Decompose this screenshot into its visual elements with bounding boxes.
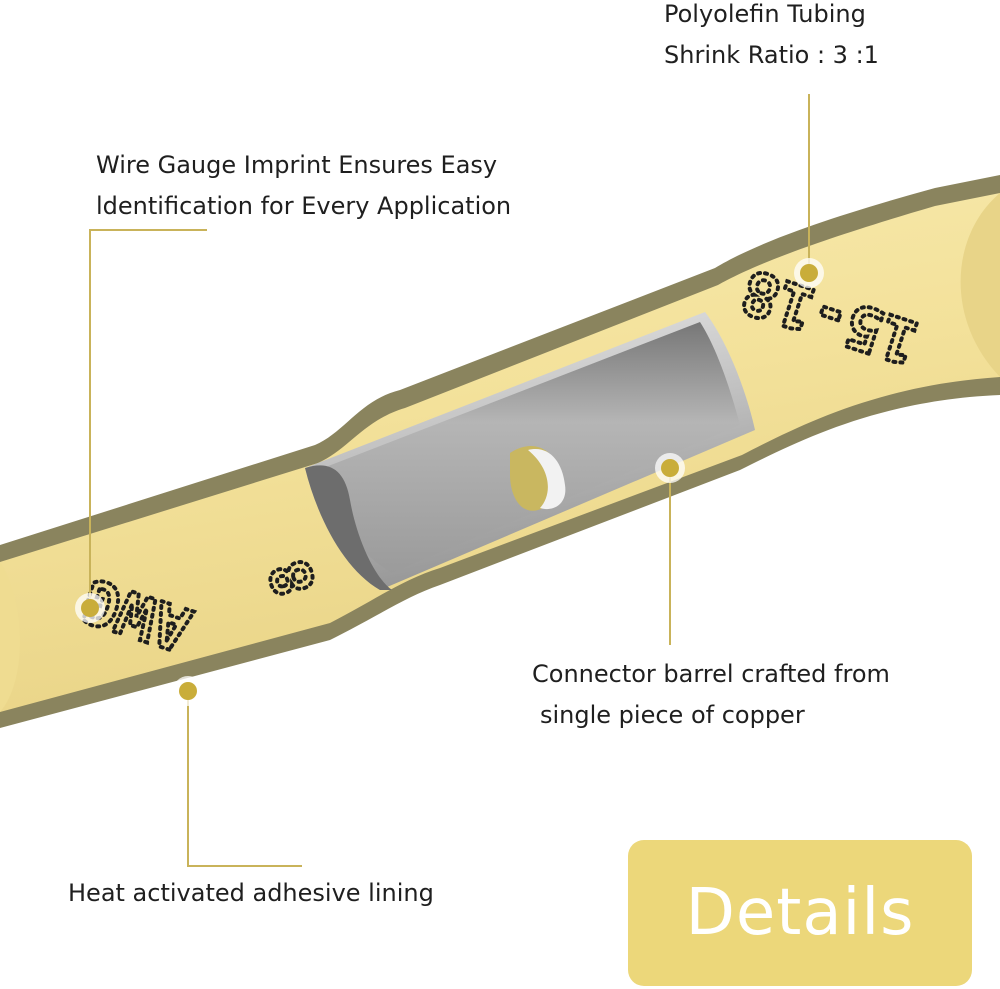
- copper-barrel-cutaway: [305, 312, 755, 590]
- dot-imprint: [75, 593, 105, 623]
- callout-imprint-line1: Wire Gauge Imprint Ensures Easy: [96, 151, 498, 179]
- dot-tubing: [794, 258, 824, 288]
- callout-tubing-line2: Shrink Ratio : 3 :1: [664, 41, 879, 69]
- callout-adhesive: Heat activated adhesive lining: [68, 873, 434, 914]
- callout-barrel-line1: Connector barrel crafted from: [532, 660, 890, 688]
- leader-adhesive: [187, 691, 302, 867]
- details-badge: Details: [628, 840, 972, 986]
- callout-adhesive-line1: Heat activated adhesive lining: [68, 879, 434, 907]
- dot-adhesive: [173, 676, 203, 706]
- dot-barrel: [655, 453, 685, 483]
- details-badge-label: Details: [685, 876, 915, 950]
- leader-lines: [89, 94, 810, 867]
- callout-imprint-line2: ldentification for Every Application: [96, 192, 512, 220]
- leader-imprint: [89, 229, 207, 608]
- callout-tubing-line1: Polyolefin Tubing: [664, 0, 866, 28]
- callout-dots: [75, 258, 824, 706]
- callout-barrel-line2: single piece of copper: [540, 701, 805, 729]
- callout-barrel: Connector barrel crafted from single pie…: [532, 654, 890, 736]
- callout-imprint: Wire Gauge Imprint Ensures Easy ldentifi…: [96, 145, 511, 227]
- callout-tubing: Polyolefin Tubing Shrink Ratio : 3 :1: [664, 0, 879, 76]
